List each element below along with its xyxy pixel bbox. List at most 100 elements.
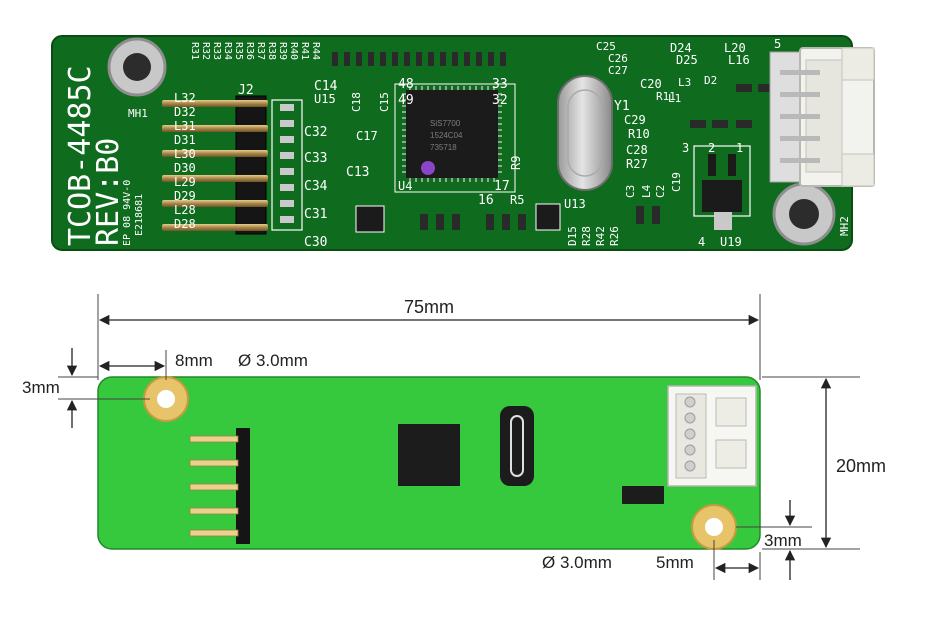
ref-label: C25: [596, 40, 616, 53]
ref-label: R34: [222, 42, 233, 60]
header-pin: [162, 100, 268, 107]
ref-label: C19: [670, 172, 683, 192]
header-pin: [162, 224, 268, 231]
ref-label: R26: [608, 226, 621, 246]
height-label: 20mm: [836, 456, 886, 476]
ref-label: C33: [304, 151, 327, 166]
ref-label: C15: [378, 92, 391, 112]
ref-label: C34: [304, 179, 328, 194]
ref-label: R44: [310, 42, 321, 60]
ref-label: R11: [656, 90, 676, 103]
header-pin: [162, 175, 268, 182]
ref-label: R10: [628, 127, 650, 141]
pin-number: 1: [736, 141, 743, 155]
ref-label: L16: [728, 53, 750, 67]
header-pin: [162, 125, 268, 132]
ref-label: C3: [624, 185, 637, 198]
ref-label: C26: [608, 52, 628, 65]
small-ic: [535, 203, 561, 231]
ref-label: R42: [594, 226, 607, 246]
ref-label: D25: [676, 53, 698, 67]
header-pin: [162, 200, 268, 207]
ref-label: C31: [304, 207, 327, 222]
ref-label: R36: [244, 42, 255, 60]
crystal-oscillator: Y1: [557, 75, 630, 191]
ref-label: C17: [356, 129, 378, 143]
ref-label: R35: [233, 42, 244, 60]
label-mh2: MH2: [838, 216, 851, 236]
ref-label: C32: [304, 125, 327, 140]
top-hole-diameter-label: Ø 3.0mm: [238, 351, 308, 370]
ref-label: R41: [299, 42, 310, 60]
pin1-marker-dot: [421, 161, 435, 175]
ref-label: R31: [189, 42, 200, 60]
ref-label: D28: [174, 217, 196, 231]
ref-label: U13: [564, 197, 586, 211]
ref-label: L30: [174, 147, 196, 161]
ref-label: C20: [640, 77, 662, 91]
right-offset-label: 5mm: [656, 553, 694, 572]
ref-label: L31: [174, 119, 196, 133]
ref-label: R37: [255, 42, 266, 60]
ref-label: R9: [509, 156, 523, 170]
diagram-small-ic: [622, 486, 664, 504]
pin-number: 4: [698, 235, 705, 249]
header-pin: [162, 150, 268, 157]
ref-label: R40: [288, 42, 299, 60]
pin-number: 3: [682, 141, 689, 155]
wire-connector-5pin: 5: [769, 37, 875, 187]
ref-label: C30: [304, 235, 327, 250]
ref-label: C13: [346, 165, 369, 180]
ref-label: U4: [398, 179, 412, 193]
ref-label: D15: [566, 226, 579, 246]
capacitor-column: C32 C33 C34 C31 C30: [271, 99, 328, 250]
pcb-photo: TCOB-4485C REV:B0 EP 08 94V-0 E218681 MH…: [51, 35, 875, 251]
ref-label: L32: [174, 91, 196, 105]
smd-resistor-row: [332, 52, 506, 66]
ref-label: D2: [704, 74, 717, 87]
ref-label: C2: [654, 185, 667, 198]
mounting-hole-top-left: [143, 376, 189, 422]
ic-pin-number: 33: [492, 77, 508, 92]
ref-label: R33: [211, 42, 222, 60]
ref-label: L20: [724, 41, 746, 55]
right-refs: C25 C26 C27 D24 D25 L20 L16 C20 R11 L3 L…: [510, 40, 750, 249]
ic-pin-number: 17: [494, 179, 510, 194]
left-refs: L32 D32 L31 D31 L30 D30 L29 D29 L28 D28: [174, 91, 196, 231]
mounting-hole-mh2: [772, 182, 836, 246]
diagram-connector: [667, 385, 757, 487]
ref-label: D24: [670, 41, 692, 55]
ref-label: C18: [350, 92, 363, 112]
ic-marking: 1524C04: [430, 131, 463, 140]
ref-label: R28: [580, 226, 593, 246]
label-mh1: MH1: [128, 107, 148, 120]
diagram-ic: [398, 424, 460, 486]
width-label: 75mm: [404, 297, 454, 317]
pin-number: 5: [774, 37, 781, 51]
top-resistor-refs: R31 R32 R33 R34 R35 R36 R37 R38 R39 R40 …: [189, 42, 321, 60]
top-offset-label: 3mm: [22, 378, 60, 397]
ic-pin-number: 16: [478, 193, 494, 208]
ref-label: U15: [314, 92, 336, 106]
main-controller-ic: SiS7700 1524C04 735718 48 49 33 32 17 16: [394, 77, 516, 208]
label-j2: J2: [238, 83, 254, 98]
ref-label: D30: [174, 161, 196, 175]
board-revision: REV:B0: [91, 138, 126, 246]
bottom-smd-row: [420, 206, 660, 230]
diagram-crystal: [500, 406, 534, 486]
board-title: TCOB-4485C: [63, 65, 98, 246]
board-mark-file: E218681: [134, 194, 145, 236]
ic-pin-number: 32: [492, 93, 508, 108]
board-mark-ul: EP 08 94V-0: [122, 180, 133, 246]
ic-marking: 735718: [430, 143, 457, 152]
ic-pin-number: 49: [398, 93, 414, 108]
ref-label: C29: [624, 113, 646, 127]
bottom-hole-diameter-label: Ø 3.0mm: [542, 553, 612, 572]
voltage-regulator-u19: 3 2 1 4: [682, 141, 751, 249]
ic-pin-number: 48: [398, 77, 414, 92]
ref-label: L29: [174, 175, 196, 189]
bottom-offset-label: 3mm: [764, 531, 802, 550]
pin-number: 2: [708, 141, 715, 155]
ref-label: R39: [277, 42, 288, 60]
